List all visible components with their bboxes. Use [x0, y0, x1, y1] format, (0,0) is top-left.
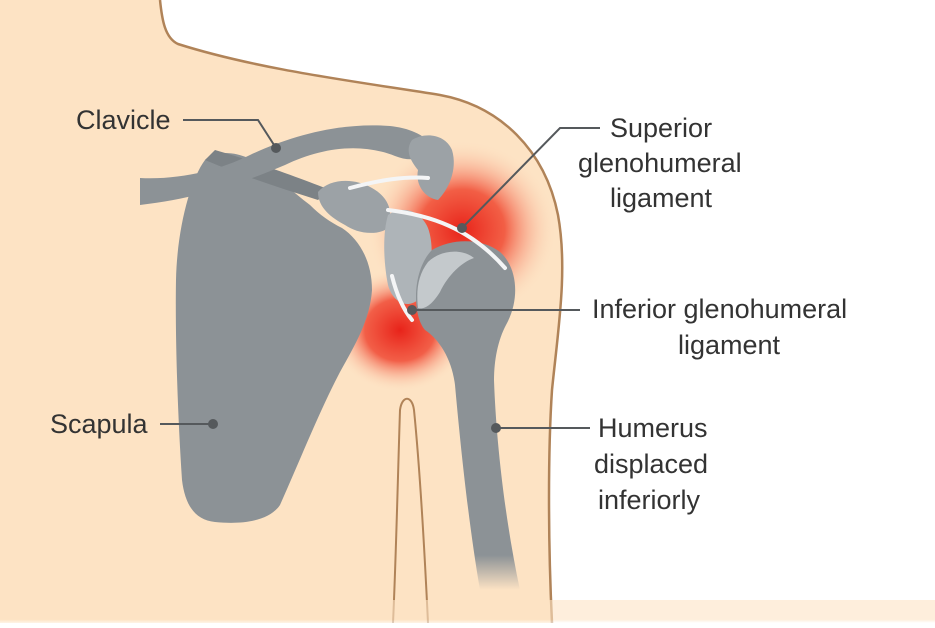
label-humerus-2: displaced [594, 449, 708, 479]
superior-dot [457, 223, 467, 233]
superior-leader [461, 127, 600, 229]
label-humerus-3: inferiorly [598, 485, 701, 515]
superior-ligament-2 [386, 208, 507, 270]
label-superior-2: glenohumeral [578, 148, 742, 178]
scapula-bone [175, 153, 372, 523]
label-superior-1: Superior [610, 113, 712, 143]
label-scapula: Scapula [50, 409, 149, 439]
label-clavicle: Clavicle [76, 105, 171, 135]
clavicle-leader [183, 119, 277, 149]
superior-ligament [348, 175, 430, 190]
inferior-dot [407, 305, 417, 315]
humeral-head-highlight [417, 251, 474, 309]
scapula-dot [208, 419, 218, 429]
clavicle-end [408, 135, 454, 200]
humerus-dot [491, 423, 501, 433]
clavicle-bone [140, 125, 432, 205]
armpit-outline [392, 397, 429, 624]
label-inferior-2: ligament [678, 330, 781, 360]
label-superior-3: ligament [610, 183, 713, 213]
humerus-bone [415, 241, 520, 590]
label-inferior-1: Inferior glenohumeral [592, 294, 847, 324]
arm-bottom-fade [0, 600, 935, 623]
body-outline [158, 0, 564, 624]
clavicle-dot [271, 143, 281, 153]
label-humerus-1: Humerus [598, 413, 708, 443]
acromion [318, 180, 391, 233]
inferior-ligament [390, 274, 414, 322]
